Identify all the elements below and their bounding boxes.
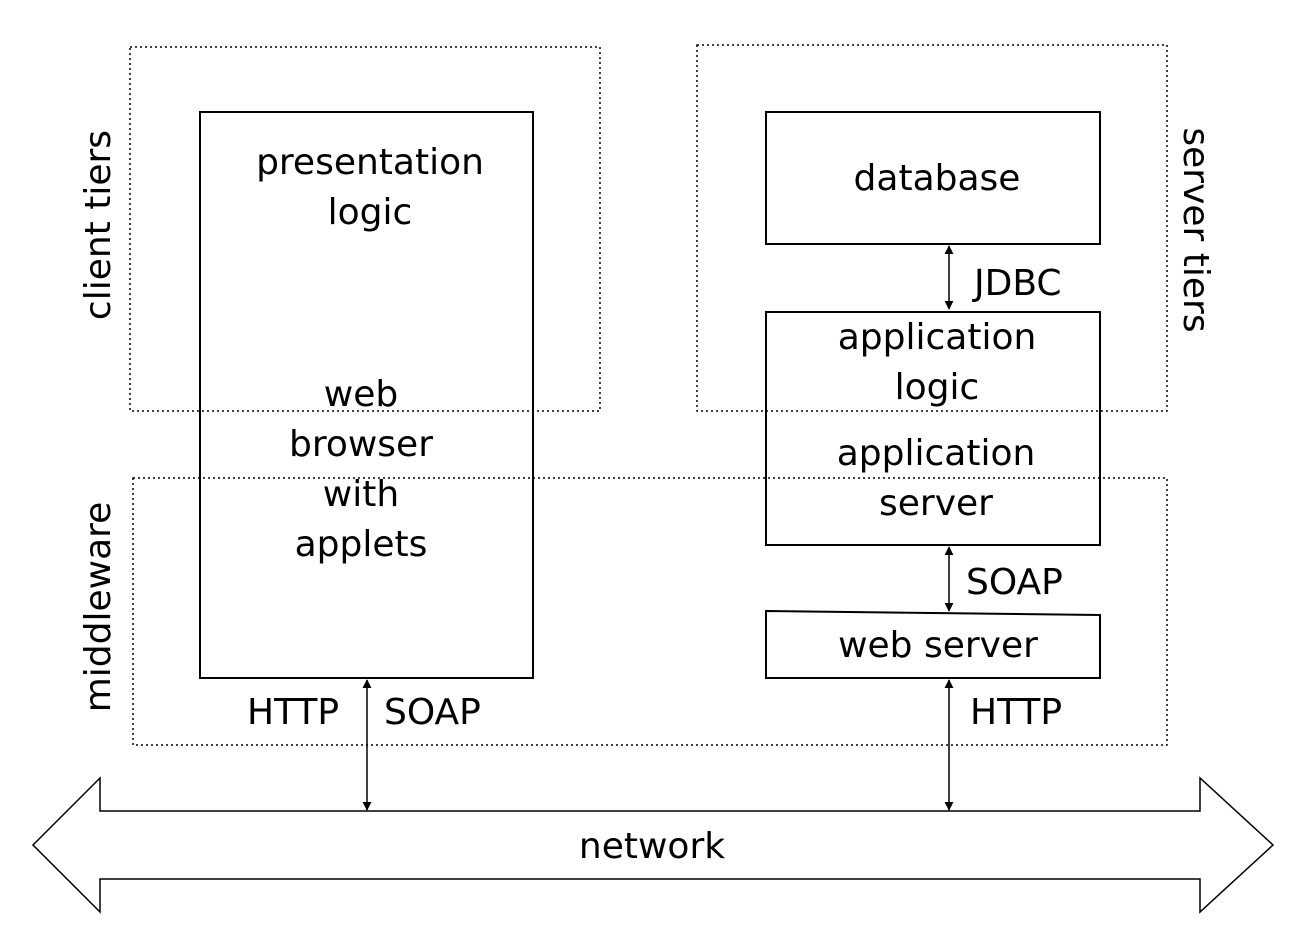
http-client-label: HTTP xyxy=(247,692,339,733)
http-server-label: HTTP xyxy=(970,692,1062,733)
database-box xyxy=(765,111,1101,245)
application-server-label-2: server xyxy=(879,483,993,524)
database-label: database xyxy=(854,158,1021,199)
with-label: with xyxy=(323,474,399,515)
web-server-label: web server xyxy=(838,625,1038,666)
applets-label: applets xyxy=(295,524,428,565)
application-server-box xyxy=(765,311,1101,546)
presentation-label: presentation xyxy=(256,142,484,183)
web-server-box xyxy=(765,609,1101,679)
middleware-label: middleware xyxy=(78,502,119,713)
client-tiers-label: client tiers xyxy=(78,130,119,320)
application-server-label-1: application xyxy=(837,433,1036,474)
network-arrow xyxy=(31,776,1275,914)
logic-label: logic xyxy=(328,192,413,233)
web-label: web xyxy=(324,374,398,415)
server-tiers-label: server tiers xyxy=(1175,127,1216,332)
browser-label: browser xyxy=(289,424,433,465)
application-logic-label-2: logic xyxy=(895,367,980,408)
server-tiers-region xyxy=(696,44,1168,412)
web-browser-box xyxy=(199,111,534,679)
soap-client-label: SOAP xyxy=(384,692,481,733)
jdbc-label: JDBC xyxy=(972,263,1062,304)
application-logic-label-1: application xyxy=(838,317,1037,358)
client-tiers-region xyxy=(129,46,601,412)
middleware-region xyxy=(132,477,1168,746)
soap-server-label: SOAP xyxy=(966,562,1063,603)
network-label: network xyxy=(579,826,725,867)
